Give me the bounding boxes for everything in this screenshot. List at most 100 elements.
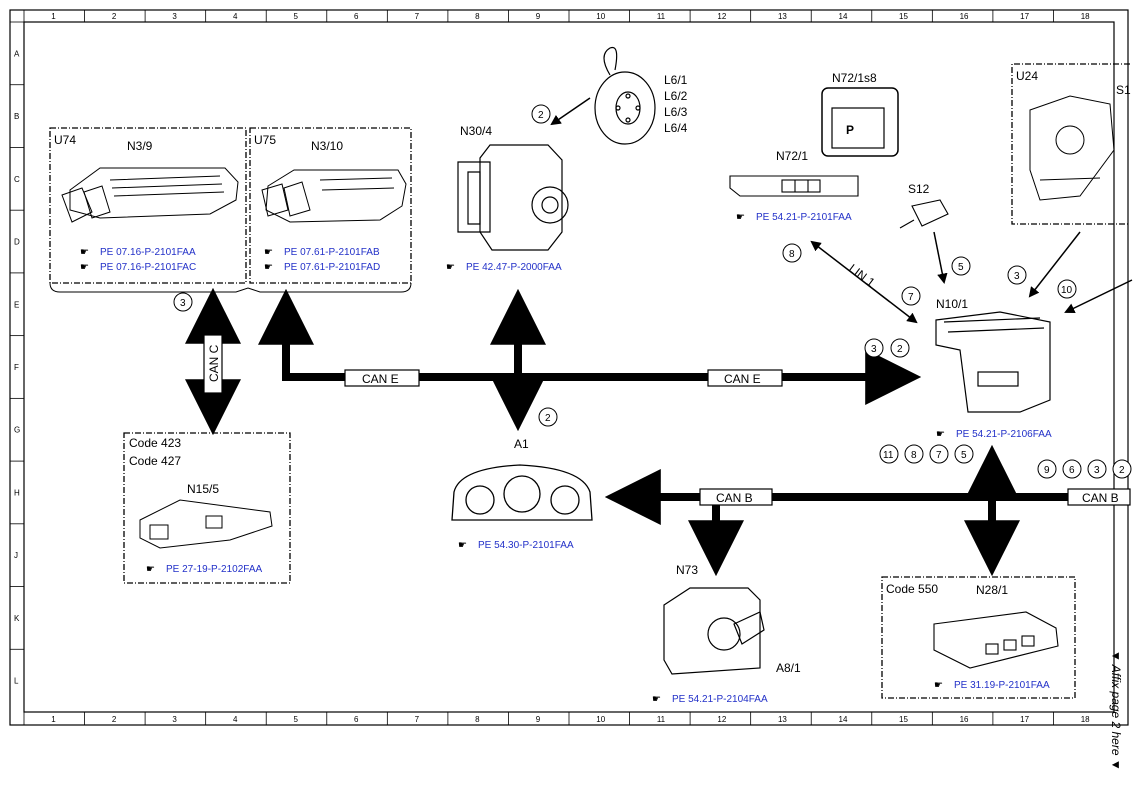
right-arrow bbox=[1064, 279, 1133, 314]
grid-column-label: 10 bbox=[596, 715, 605, 724]
n10-1-component: N10/1 ☛ PE 54.21-P-2106FAA bbox=[935, 297, 1052, 440]
ref-icon: ☛ bbox=[736, 212, 745, 223]
grid-column-label: 4 bbox=[233, 12, 238, 21]
callout-n10-bottom-3: 7 bbox=[936, 450, 942, 461]
grid-column-label: 3 bbox=[172, 715, 177, 724]
callout-n10-bottom-4: 5 bbox=[961, 450, 967, 461]
grid-column-label: 10 bbox=[596, 12, 605, 21]
grid-column-label: 7 bbox=[415, 12, 420, 21]
ref-icon: ☛ bbox=[264, 247, 273, 258]
grid-column-label: 8 bbox=[475, 715, 480, 724]
n73-label: N73 bbox=[676, 563, 698, 577]
callout-s12: 5 bbox=[958, 262, 964, 273]
u24-box-label: U24 bbox=[1016, 69, 1038, 83]
grid-column-label: 7 bbox=[415, 715, 420, 724]
l6-2-label: L6/2 bbox=[664, 89, 688, 103]
n28-1-label: N28/1 bbox=[976, 583, 1008, 597]
callout-can-c: 3 bbox=[180, 298, 186, 309]
n30-4-component: N30/4 ☛ PE 42.47-P-2000FAA bbox=[446, 124, 569, 273]
n73-ref[interactable]: PE 54.21-P-2104FAA bbox=[672, 694, 768, 705]
callout-u24: 3 bbox=[1014, 271, 1020, 282]
ignition-switch-illustration bbox=[663, 587, 765, 675]
ref-icon: ☛ bbox=[146, 564, 155, 575]
n28-1-component: Code 550 N28/1 ☛ PE 31.19-P-2101FAA bbox=[881, 576, 1076, 699]
ref-icon: ☛ bbox=[936, 429, 945, 440]
grid-column-label: 9 bbox=[536, 715, 541, 724]
n30-4-ref[interactable]: PE 42.47-P-2000FAA bbox=[466, 262, 562, 273]
grid-row-label: J bbox=[14, 551, 18, 560]
grid-column-label: 14 bbox=[839, 715, 848, 724]
s12-switch-illustration bbox=[899, 199, 949, 229]
grid-column-label: 1 bbox=[51, 715, 56, 724]
callout-can-b-right-1: 9 bbox=[1044, 465, 1050, 476]
grid-row-label: G bbox=[14, 426, 20, 435]
n15-5-illustration bbox=[139, 499, 273, 549]
n3-10-ref-2[interactable]: PE 07.61-P-2101FAD bbox=[284, 262, 380, 273]
ref-icon: ☛ bbox=[80, 262, 89, 273]
u24-arrow bbox=[1028, 231, 1081, 298]
grid-column-label: 6 bbox=[354, 715, 359, 724]
grid-row-label: B bbox=[14, 112, 19, 121]
ref-icon: ☛ bbox=[446, 262, 455, 273]
ref-icon: ☛ bbox=[934, 680, 943, 691]
a1-ref[interactable]: PE 54.30-P-2101FAA bbox=[478, 540, 574, 551]
grid-column-label: 18 bbox=[1081, 12, 1090, 21]
callout-can-b-right-4: 2 bbox=[1119, 465, 1125, 476]
n3-9-ref-2[interactable]: PE 07.16-P-2101FAC bbox=[100, 262, 196, 273]
ref-icon: ☛ bbox=[80, 247, 89, 258]
code-550-label: Code 550 bbox=[886, 582, 938, 596]
callout-n10-bottom-2: 8 bbox=[911, 450, 917, 461]
callout-can-b-right-3: 3 bbox=[1094, 465, 1100, 476]
grid-column-label: 12 bbox=[717, 715, 726, 724]
grid-row-label: K bbox=[14, 614, 20, 623]
u74-box-label: U74 bbox=[54, 133, 76, 147]
n3-10-ref-1[interactable]: PE 07.61-P-2101FAB bbox=[284, 247, 380, 258]
n10-1-ref[interactable]: PE 54.21-P-2106FAA bbox=[956, 429, 1052, 440]
can-b-right-label: CAN B bbox=[1082, 491, 1119, 505]
callouts: 2 3 2 8 5 3 10 7 3 2 11 8 7 5 9 6 3 2 bbox=[173, 104, 1132, 479]
grid-column-label: 17 bbox=[1020, 12, 1029, 21]
grid-row-label: C bbox=[14, 175, 20, 184]
callout-lin: 8 bbox=[789, 249, 795, 260]
n3-9-ref-1[interactable]: PE 07.16-P-2101FAA bbox=[100, 247, 196, 258]
n72-1-label: N72/1 bbox=[776, 149, 808, 163]
callout-right: 10 bbox=[1061, 285, 1073, 296]
s1-label: S1 bbox=[1116, 83, 1131, 97]
n28-1-ref[interactable]: PE 31.19-P-2101FAA bbox=[954, 680, 1050, 691]
grid-column-label: 9 bbox=[536, 12, 541, 21]
affix-note: ▼ Affix page 2 here ▼ bbox=[1109, 650, 1123, 771]
grid-column-label: 18 bbox=[1081, 715, 1090, 724]
n72-1s8-button bbox=[831, 107, 885, 149]
grid-row-label: F bbox=[14, 363, 19, 372]
grid-column-label: 13 bbox=[778, 715, 787, 724]
ref-icon: ☛ bbox=[652, 694, 661, 705]
grid-column-label: 16 bbox=[960, 12, 969, 21]
n72-1s8-switch-detail bbox=[821, 87, 899, 157]
instrument-cluster-illustration bbox=[451, 464, 593, 521]
l6-sensor: L6/1 L6/2 L6/3 L6/4 bbox=[594, 46, 688, 145]
n30-4-illustration bbox=[457, 144, 569, 251]
grid-column-label: 6 bbox=[354, 12, 359, 21]
grid-column-label: 16 bbox=[960, 715, 969, 724]
can-c-label: CAN C bbox=[207, 344, 221, 382]
parking-icon: P bbox=[846, 123, 854, 137]
n72-1-ref[interactable]: PE 54.21-P-2101FAA bbox=[756, 212, 852, 223]
grid-column-label: 14 bbox=[839, 12, 848, 21]
a1-component: A1 ☛ PE 54.30-P-2101FAA bbox=[451, 437, 593, 551]
grid-column-label: 12 bbox=[717, 12, 726, 21]
grid-row-label: L bbox=[14, 677, 19, 686]
grid-column-label: 1 bbox=[51, 12, 56, 21]
n28-1-illustration bbox=[933, 611, 1059, 669]
n15-5-ref[interactable]: PE 27-19-P-2102FAA bbox=[166, 564, 262, 575]
l6-4-label: L6/4 bbox=[664, 121, 688, 135]
n10-1-illustration bbox=[935, 311, 1051, 413]
grid-column-label: 17 bbox=[1020, 715, 1029, 724]
grid-column-label: 3 bbox=[172, 12, 177, 21]
grid-column-label: 5 bbox=[294, 12, 299, 21]
can-e-left-label: CAN E bbox=[362, 372, 399, 386]
grid-column-label: 2 bbox=[112, 715, 117, 724]
grid-column-label: 4 bbox=[233, 715, 238, 724]
callout-n10-left-1: 3 bbox=[871, 344, 877, 355]
